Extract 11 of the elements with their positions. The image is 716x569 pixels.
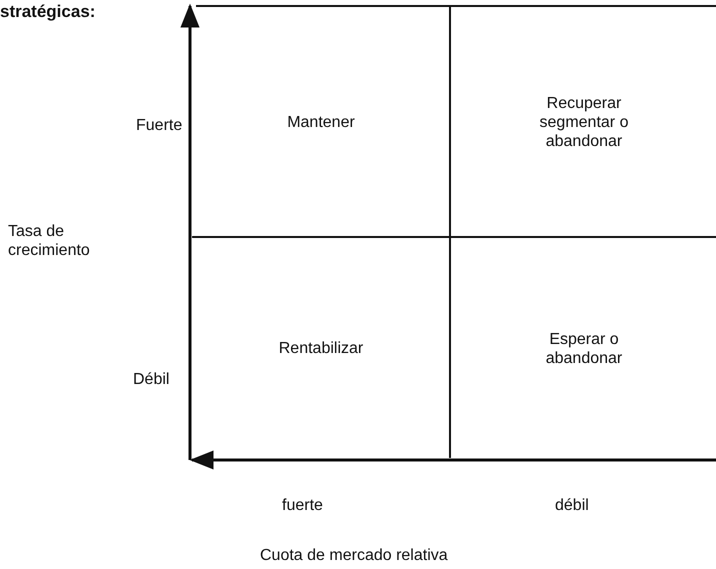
axis-level-label: Débil [133, 370, 170, 389]
quadrant-label: Recuperar segmentar o abandonar [538, 94, 630, 151]
axis-level-label: débil [555, 496, 589, 515]
axis-title: Tasa de crecimiento [8, 222, 91, 260]
heading: stratégicas: [0, 2, 96, 21]
axis-level-label: fuerte [282, 496, 323, 515]
quadrant-label: Esperar o abandonar [544, 330, 624, 368]
axis-level-label: Fuerte [136, 116, 182, 135]
quadrant-label: Mantener [286, 113, 356, 132]
axis-title: Cuota de mercado relativa [260, 546, 448, 565]
quadrant-label: Rentabilizar [278, 339, 364, 358]
